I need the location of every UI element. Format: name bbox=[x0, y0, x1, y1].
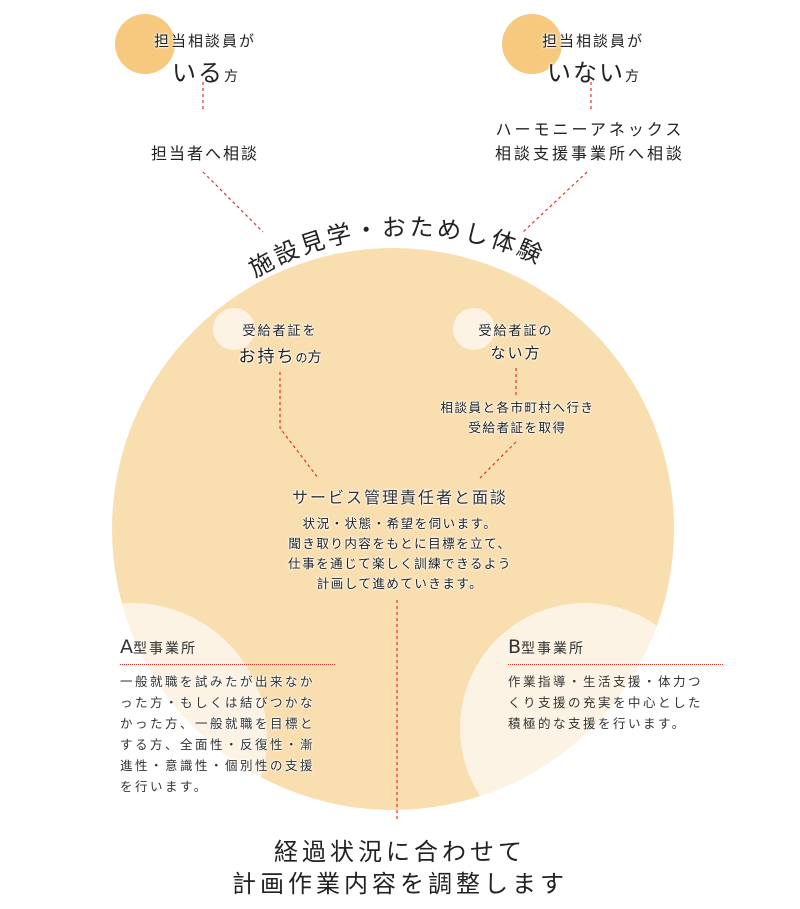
accent-circle-right bbox=[502, 14, 562, 74]
type-a-block: A型事業所 一般就職を試みたが出来なか った方・もしくは結びつかな かった方、一… bbox=[120, 636, 335, 797]
interview-line: 仕事を通じて楽しく訓練できるよう bbox=[288, 556, 512, 571]
footer-text: 経過状況に合わせて 計画作業内容を調整します bbox=[150, 836, 650, 900]
consult-harmony-label: ハーモニーアネックス 相談支援事業所へ相談 bbox=[470, 118, 710, 166]
has-counselor-label: 担当相談員が いる方 bbox=[120, 30, 290, 88]
cert-yes-main: お持ち bbox=[238, 347, 296, 367]
cert-yes-label: 受給者証を お持ちの方 bbox=[210, 320, 350, 367]
cert-no-line1: 受給者証の bbox=[478, 324, 554, 339]
connector-cert-no-2 bbox=[479, 441, 517, 479]
type-a-line: する方、全面性・反復性・漸 bbox=[120, 737, 316, 752]
has-counselor-line1: 担当相談員が bbox=[153, 32, 256, 50]
type-a-line: 一般就職を試みたが出来なか bbox=[120, 674, 316, 689]
type-b-title: 型事業所 bbox=[521, 641, 586, 657]
type-a-line: を行います。 bbox=[120, 779, 209, 794]
accent-circle-left bbox=[115, 14, 175, 74]
type-b-line: 作業指導・生活支援・体力つ bbox=[508, 674, 704, 689]
cert-no-action: 相談員と各市町村へ行き 受給者証を取得 bbox=[410, 398, 625, 438]
cert-no-line2: ない方 bbox=[490, 344, 542, 362]
interview-text: 状況・状態・希望を伺います。 聞き取り内容をもとに目標を立て、 仕事を通じて楽し… bbox=[240, 514, 560, 594]
arc-title: 施設見学・おためし体験 bbox=[244, 213, 548, 283]
has-counselor-main: いる bbox=[172, 59, 224, 87]
footer-line1: 経過状況に合わせて bbox=[274, 838, 526, 866]
consult-harmony-line2: 相談支援事業所へ相談 bbox=[494, 144, 685, 163]
cert-yes-suffix: 方 bbox=[307, 350, 322, 366]
consult-assigned-label: 担当者へ相談 bbox=[150, 144, 259, 163]
type-a-letter: A bbox=[120, 636, 133, 658]
type-a-line: かった方、一般就職を目標と bbox=[120, 716, 316, 731]
type-a-title: 型事業所 bbox=[133, 641, 197, 657]
type-a-heading: A型事業所 bbox=[120, 636, 335, 665]
type-b-letter: B bbox=[508, 636, 522, 658]
interview-line: 聞き取り内容をもとに目標を立て、 bbox=[288, 536, 512, 551]
has-counselor-suffix: 方 bbox=[224, 69, 238, 85]
no-counselor-suffix: 方 bbox=[625, 69, 639, 85]
no-counselor-line1: 担当相談員が bbox=[541, 32, 644, 50]
type-b-description: 作業指導・生活支援・体力つ くり支援の充実を中心とした 積極的な支援を行います。 bbox=[508, 671, 723, 734]
connector-right-2 bbox=[522, 171, 588, 233]
cert-yes-circle bbox=[213, 308, 255, 350]
consult-harmony-line1: ハーモニーアネックス bbox=[495, 120, 685, 139]
type-b-block: B型事業所 作業指導・生活支援・体力つ くり支援の充実を中心とした 積極的な支援… bbox=[508, 636, 723, 734]
footer-line2: 計画作業内容を調整します bbox=[232, 870, 568, 898]
cert-yes-mid: の bbox=[295, 351, 308, 365]
type-a-line: った方・もしくは結びつかな bbox=[120, 695, 316, 710]
cert-no-action-line1: 相談員と各市町村へ行き bbox=[440, 400, 595, 415]
cert-no-label: 受給者証の ない方 bbox=[446, 320, 586, 363]
no-counselor-main: いない bbox=[547, 59, 625, 87]
interview-title: サービス管理責任者と面談 bbox=[291, 488, 508, 507]
cert-no-action-line2: 受給者証を取得 bbox=[468, 420, 567, 435]
cert-yes-line1: 受給者証を bbox=[242, 324, 318, 339]
connector-cert-yes bbox=[279, 372, 319, 479]
type-b-heading: B型事業所 bbox=[508, 636, 723, 665]
cert-no-circle bbox=[453, 308, 495, 350]
main-circle bbox=[112, 248, 674, 810]
interview-line: 状況・状態・希望を伺います。 bbox=[302, 516, 498, 531]
type-a-description: 一般就職を試みたが出来なか った方・もしくは結びつかな かった方、一般就職を目標… bbox=[120, 671, 335, 797]
connector-left-2 bbox=[202, 171, 264, 233]
no-counselor-label: 担当相談員が いない方 bbox=[508, 30, 678, 88]
type-a-line: 進性・意識性・個別性の支援 bbox=[120, 758, 316, 773]
interview-line: 計画して進めていきます。 bbox=[316, 576, 484, 591]
interview-block: サービス管理責任者と面談 状況・状態・希望を伺います。 聞き取り内容をもとに目標… bbox=[240, 484, 560, 594]
type-b-line: 積極的な支援を行います。 bbox=[508, 716, 687, 731]
type-b-line: くり支援の充実を中心とした bbox=[508, 695, 704, 710]
